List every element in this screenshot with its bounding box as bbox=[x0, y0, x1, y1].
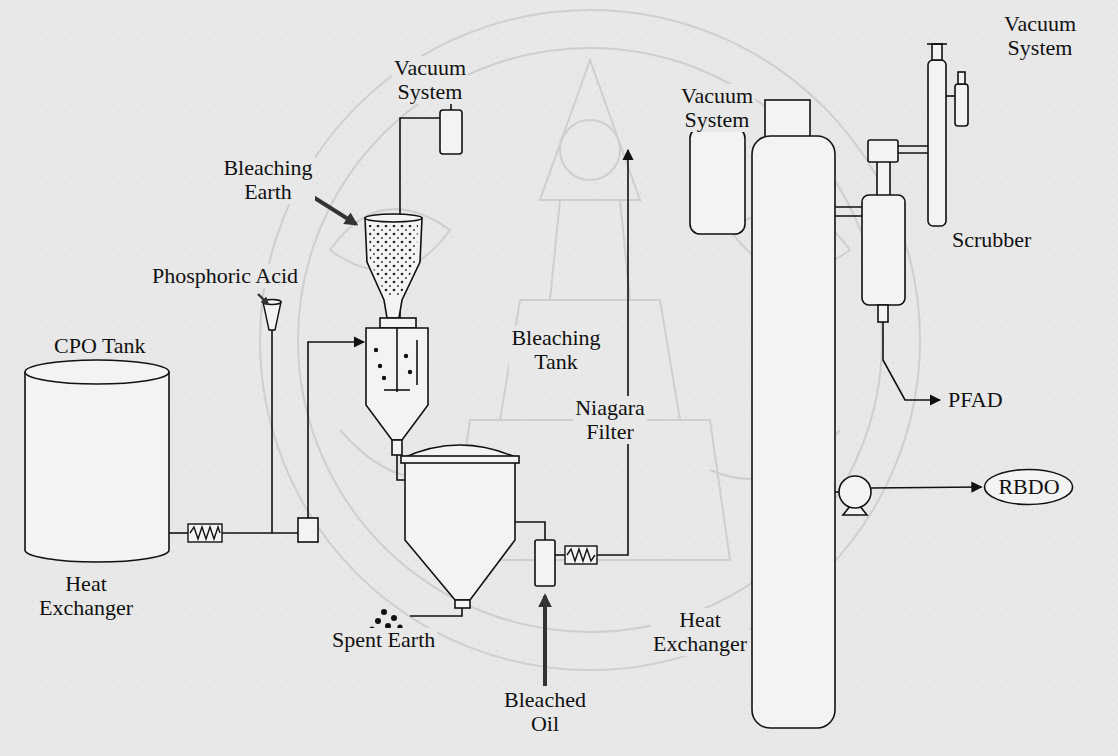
earth-hopper bbox=[365, 214, 422, 318]
earth-hopper bbox=[365, 218, 422, 318]
pump bbox=[839, 476, 871, 515]
equipment-label: Scrubber bbox=[950, 228, 1033, 252]
heat-exchanger bbox=[190, 527, 220, 539]
equipment-label: Bleached Oil bbox=[502, 688, 588, 736]
scrubber bbox=[878, 305, 888, 322]
bleaching-tank bbox=[383, 377, 386, 380]
bleaching-tank bbox=[409, 371, 412, 374]
scrubber bbox=[862, 140, 905, 322]
equipment-label: PFAD bbox=[946, 388, 1005, 412]
watermark bbox=[560, 120, 620, 180]
feed-arrow bbox=[258, 294, 268, 304]
equipment-label: Heat Exchanger bbox=[651, 608, 749, 656]
bleaching-tank bbox=[396, 328, 398, 392]
vacuum-vessel bbox=[932, 44, 942, 60]
bleaching-tank bbox=[366, 328, 428, 440]
scrubber bbox=[868, 140, 898, 162]
vacuum-vessel bbox=[958, 72, 965, 84]
earth-hopper bbox=[369, 225, 418, 296]
pipes bbox=[946, 95, 955, 97]
heat-exchanger bbox=[565, 546, 597, 564]
mixer bbox=[298, 518, 318, 542]
equipment-label: Phosphoric Acid bbox=[150, 264, 300, 288]
pipes bbox=[410, 608, 462, 616]
niagara-filter bbox=[405, 462, 515, 600]
vacuum-vessel bbox=[955, 84, 968, 126]
deodorizer-column bbox=[752, 100, 835, 728]
equipment-label: Vacuum System bbox=[392, 56, 468, 104]
heat-exchanger bbox=[188, 524, 222, 542]
bleaching-tank bbox=[405, 355, 408, 358]
bleaching-tank bbox=[375, 349, 378, 352]
vacuum-vessel bbox=[927, 43, 947, 45]
earth-hopper bbox=[365, 214, 422, 222]
equipment-label: Vacuum System bbox=[679, 84, 755, 132]
spent-earth bbox=[391, 615, 397, 621]
vacuum-vessel bbox=[928, 60, 946, 226]
bleaching-tank bbox=[416, 340, 418, 385]
equipment-label: Bleaching Tank bbox=[509, 326, 602, 374]
oil-receiver bbox=[535, 540, 555, 586]
heat-exchanger bbox=[567, 549, 595, 561]
ellipse-outline bbox=[985, 470, 1073, 505]
cpo-tank bbox=[25, 360, 169, 384]
vacuum-vessel bbox=[690, 128, 745, 234]
mixer bbox=[298, 518, 318, 542]
scrubber bbox=[877, 160, 890, 196]
cpo-tank bbox=[25, 360, 169, 562]
acid-funnel bbox=[263, 302, 281, 330]
bleaching-tank bbox=[392, 440, 402, 455]
equipment-label: Heat Exchanger bbox=[37, 572, 135, 620]
acid-funnel bbox=[263, 300, 281, 331]
pipes bbox=[169, 92, 955, 616]
niagara-filter bbox=[401, 445, 519, 608]
pipes bbox=[308, 342, 364, 520]
equipment-label: Spent Earth bbox=[330, 628, 437, 652]
equipment-label: Niagara Filter bbox=[573, 396, 647, 444]
pipes bbox=[271, 330, 273, 533]
niagara-filter bbox=[401, 456, 519, 463]
pipes bbox=[883, 322, 940, 400]
pipes bbox=[555, 554, 565, 556]
product-pipe bbox=[871, 487, 981, 488]
feed-arrow bbox=[258, 190, 545, 686]
feed-arrow bbox=[543, 596, 547, 686]
product-ellipse: RBDO bbox=[983, 468, 1074, 506]
deodorizer-column bbox=[752, 136, 835, 728]
bleaching-tank bbox=[366, 318, 428, 455]
cpo-tank bbox=[25, 372, 169, 562]
equipment-label: Vacuum System bbox=[1002, 12, 1078, 60]
pipes bbox=[898, 146, 928, 153]
bleaching-tank bbox=[384, 389, 410, 391]
pipes bbox=[835, 207, 862, 216]
vacuum-vessel bbox=[440, 110, 462, 154]
pipes bbox=[169, 532, 188, 534]
spent-earth bbox=[381, 609, 387, 615]
pump bbox=[839, 476, 871, 508]
bleaching-tank bbox=[379, 365, 382, 368]
scrubber bbox=[862, 195, 905, 305]
oil-receiver bbox=[535, 540, 555, 586]
spent-earth bbox=[375, 618, 381, 624]
equipment-label: Bleaching Earth bbox=[221, 156, 314, 204]
pipes bbox=[515, 522, 545, 540]
equipment-label: CPO Tank bbox=[52, 334, 148, 358]
niagara-filter bbox=[455, 600, 470, 608]
pipes bbox=[222, 532, 298, 534]
product-label: RBDO bbox=[998, 476, 1059, 498]
bleaching-tank bbox=[380, 318, 416, 328]
